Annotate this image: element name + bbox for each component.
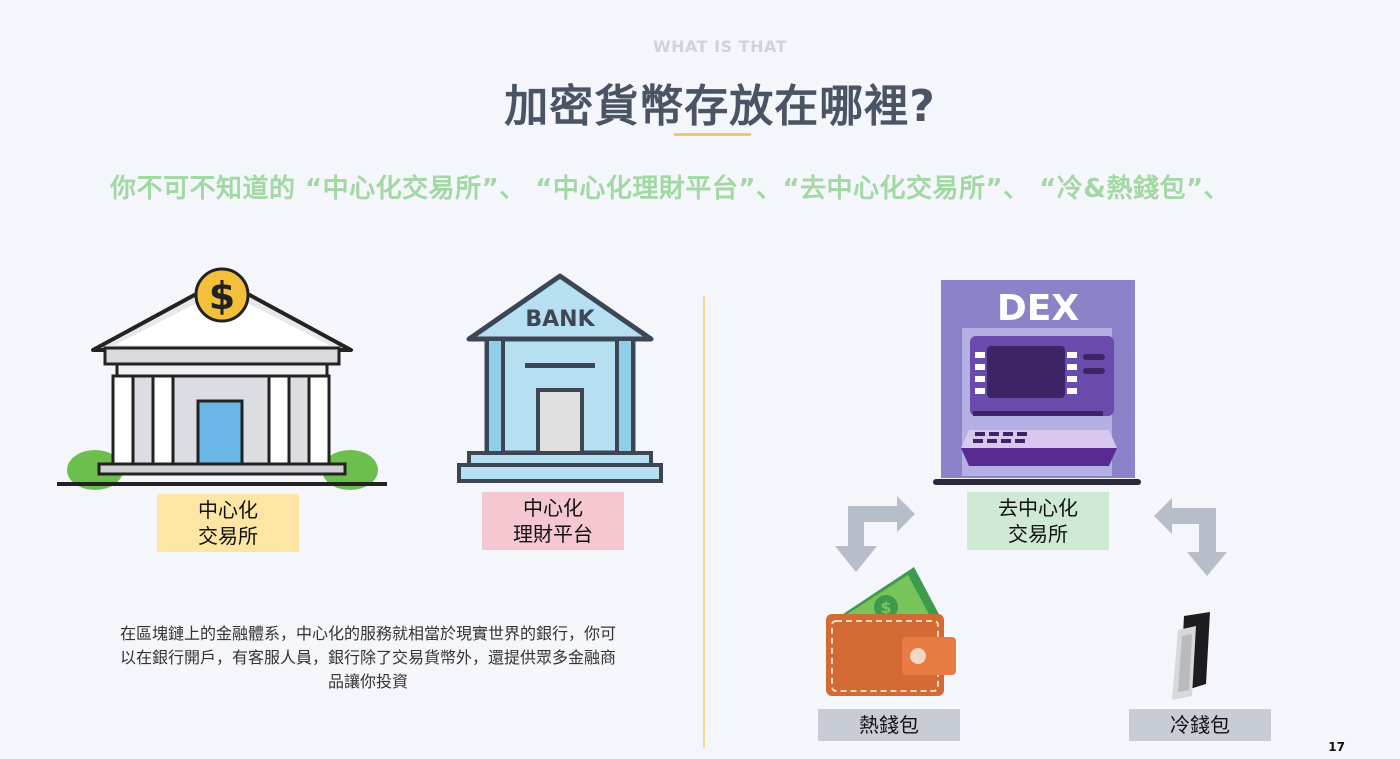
subtitle: 你不可不知道的 “中心化交易所”、 “中心化理財平台”、“去中心化交易所”、 “… (110, 174, 1231, 204)
page-number: 17 (1328, 740, 1345, 754)
dex-sign: DEX (997, 288, 1079, 329)
bank-sign: BANK (525, 307, 595, 332)
description-text: 在區塊鏈上的金融體系，中心化的服務就相當於現實世界的銀行，你可以在銀行開戶，有客… (119, 624, 616, 691)
cefi-label-line1: 中心化 (523, 496, 583, 520)
cex-tag: 中心化 交易所 (157, 494, 299, 552)
hot-wallet-icon: $ (826, 567, 956, 696)
arrow-left-down-icon (835, 496, 915, 572)
dex-atm-icon: DEX (933, 280, 1141, 485)
exchange-building-icon: $ (57, 267, 387, 490)
dex-label-line1: 去中心化 (998, 496, 1078, 520)
hot-wallet-tag: 熱錢包 (818, 709, 960, 741)
eyebrow-text: WHAT IS THAT (652, 37, 788, 56)
cex-label-line2: 交易所 (198, 524, 258, 548)
cold-wallet-icon (1172, 612, 1210, 700)
dex-tag: 去中心化 交易所 (967, 492, 1109, 550)
cold-wallet-label: 冷錢包 (1170, 713, 1230, 737)
cefi-label-line2: 理財平台 (513, 522, 593, 546)
section-divider (703, 296, 705, 748)
dollar-sign: $ (209, 274, 235, 318)
arrow-right-down-icon (1154, 498, 1227, 576)
hot-wallet-label: 熱錢包 (859, 713, 919, 737)
title-underline (674, 133, 751, 136)
svg-text:$: $ (880, 598, 891, 617)
cex-label-line1: 中心化 (198, 498, 258, 522)
cefi-tag: 中心化 理財平台 (482, 492, 624, 550)
bank-building-icon: BANK (457, 273, 663, 483)
dex-label-line2: 交易所 (1008, 522, 1068, 546)
page-title: 加密貨幣存放在哪裡? (504, 81, 936, 132)
cold-wallet-tag: 冷錢包 (1129, 709, 1271, 741)
